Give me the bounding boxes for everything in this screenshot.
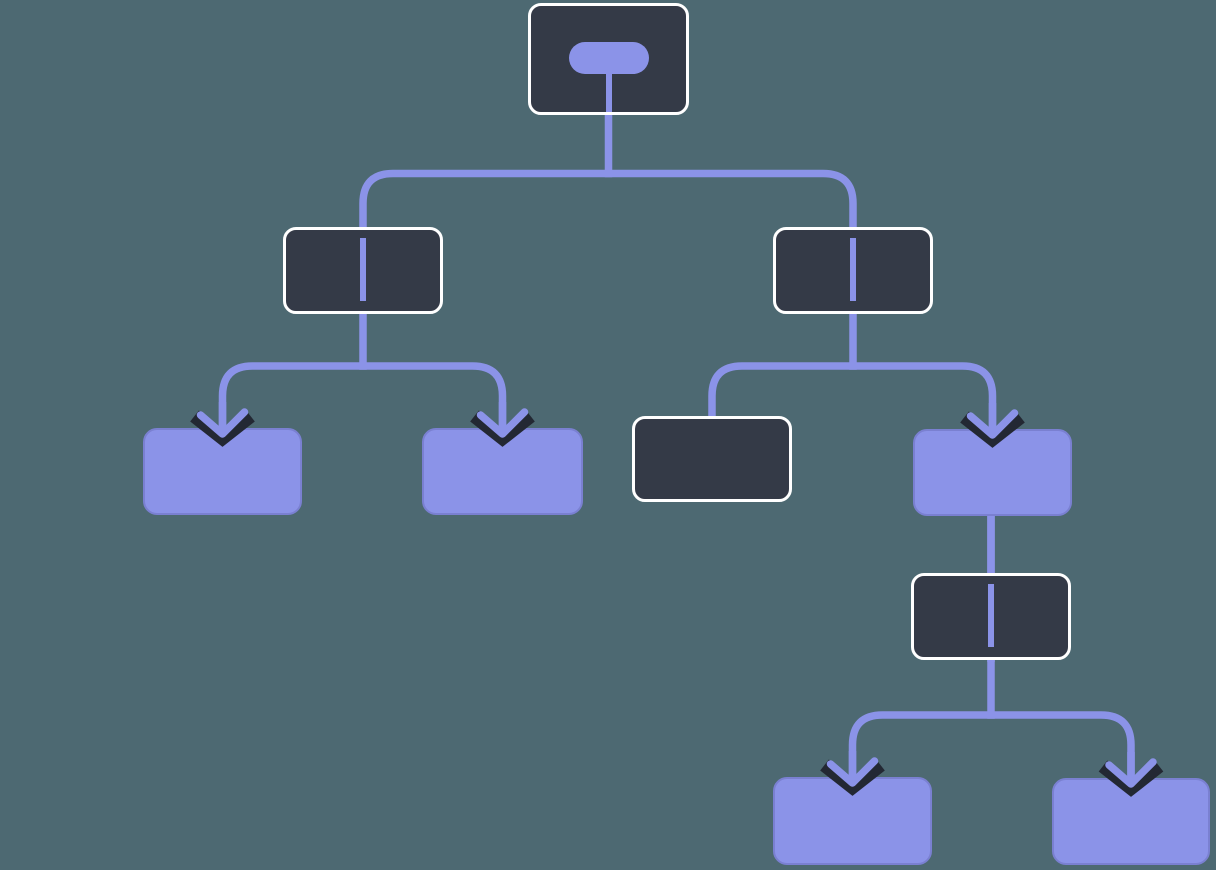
vertical-line-icon: [988, 584, 994, 647]
flow-node-branch-left[interactable]: [283, 227, 443, 314]
flow-node-node-plain[interactable]: [632, 416, 792, 502]
vertical-line-icon: [360, 238, 366, 301]
connector-edge: [359, 169, 609, 232]
flow-node-leaf-4[interactable]: [1052, 778, 1210, 865]
flow-node-leaf-1[interactable]: [143, 428, 302, 515]
flow-node-branch-lower[interactable]: [911, 573, 1071, 660]
flow-node-branch-right[interactable]: [773, 227, 933, 314]
connector-edge: [218, 362, 363, 434]
flow-node-target-right[interactable]: [913, 429, 1072, 516]
flow-node-leaf-3[interactable]: [773, 777, 932, 865]
connector-edge: [363, 362, 507, 434]
pill-icon: [568, 42, 649, 74]
flow-node-leaf-2[interactable]: [422, 428, 583, 515]
flow-node-root[interactable]: [528, 3, 689, 115]
vertical-line-icon: [850, 238, 856, 301]
connector-edge: [853, 362, 997, 435]
connector-edge: [708, 362, 853, 420]
connector-edge: [608, 169, 857, 232]
pill-stem: [605, 72, 612, 112]
connector-edge: [991, 711, 1135, 784]
connector-edge: [848, 711, 991, 783]
